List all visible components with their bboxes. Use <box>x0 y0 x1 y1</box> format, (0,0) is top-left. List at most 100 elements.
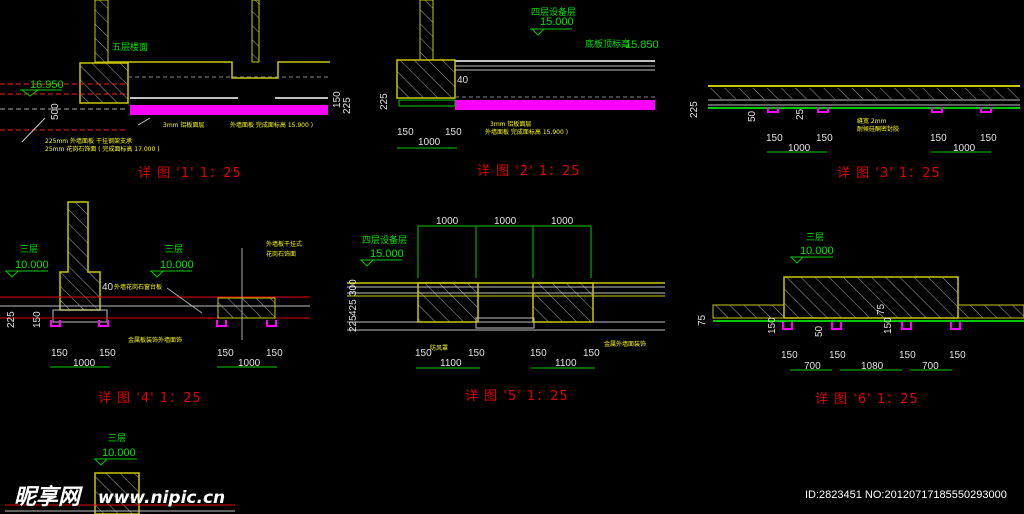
wall <box>251 0 260 63</box>
elevation-label: 15.000 <box>370 248 404 260</box>
dimension: 300 <box>348 279 359 296</box>
dimension: 40 <box>457 75 469 86</box>
note: 外墙面板 完成面标高 15.900 ) <box>485 128 568 136</box>
dimension: 50 <box>747 110 758 122</box>
detail-title: 详 图 '6' 1：25 <box>815 392 919 407</box>
wall <box>94 0 109 63</box>
wall <box>419 0 434 61</box>
image-id: ID:2823451 NO:20120717185550293000 <box>805 489 1007 501</box>
dimension: 150 <box>332 91 343 108</box>
note: 3mm 铝板面层 <box>163 121 204 129</box>
dimension: 1000 <box>494 216 517 227</box>
detail-3: 225 50 25 缝宽 2mm 耐候硅酮密封胶 150 150 1000 15… <box>689 85 1020 181</box>
dimension: 75 <box>697 314 708 326</box>
dimension: 225 <box>6 311 17 328</box>
dimension: 1080 <box>861 361 884 372</box>
elevation-label: 10.000 <box>160 259 194 271</box>
note: 花岗石饰面 <box>266 250 296 258</box>
note: 金属外墙面装饰 <box>604 340 646 348</box>
dimension: 150 <box>32 311 43 328</box>
note: 外墙板干挂式 <box>266 240 302 248</box>
floor-label: 四层设备层 <box>531 6 576 18</box>
dimension: 500 <box>50 103 61 120</box>
dimension: 150 <box>468 348 485 359</box>
dimension: 150 <box>781 350 798 361</box>
floor-label: 三层 <box>108 433 126 444</box>
dimension: 150 <box>530 348 547 359</box>
detail-2: 四层设备层 15.000 底板顶标高 15.850 40 225 150 150… <box>379 0 659 179</box>
dimension: 150 <box>99 348 116 359</box>
dimension: 1000 <box>953 143 976 154</box>
top-label: 底板顶标高 <box>585 38 630 50</box>
dimension: 1000 <box>551 216 574 227</box>
top-elevation: 15.850 <box>625 39 659 51</box>
dimension: 1000 <box>73 358 96 369</box>
dimension: 150 <box>980 133 997 144</box>
detail-4: 三层 10.000 三层 10.000 外墙板干挂式 花岗石饰面 外墙花岗石窗台… <box>0 201 310 406</box>
dimension: 225 <box>348 315 359 332</box>
dimension: 150 <box>767 317 778 334</box>
dimension: 225 <box>342 97 353 114</box>
finish-panel <box>130 105 328 115</box>
floor-label: 三层 <box>20 244 38 255</box>
concrete-beam <box>396 59 456 99</box>
dimension: 150 <box>930 133 947 144</box>
dimension: 50 <box>814 325 825 337</box>
note: 3mm 铝板面层 <box>490 120 531 128</box>
detail-title: 详 图 '5' 1：25 <box>465 389 569 404</box>
note: 防风罩 <box>430 344 448 352</box>
dimension: 225 <box>689 101 700 118</box>
watermark-logo: 昵享网 <box>14 484 83 510</box>
note: 225mm 外墙面板 干挂钢架支承 <box>45 137 132 145</box>
dimension: 150 <box>766 133 783 144</box>
detail-7-partial: 三层 10.000 <box>5 433 235 514</box>
concrete-column <box>59 201 101 311</box>
dimension: 1000 <box>418 137 441 148</box>
dimension: 425 <box>348 299 359 316</box>
detail-title: 详 图 '4' 1：25 <box>98 391 202 406</box>
dimension: 150 <box>397 127 414 138</box>
dimension: 25 <box>795 108 806 120</box>
elevation-label: 10.000 <box>15 259 49 271</box>
elevation-label: 15.000 <box>540 16 574 28</box>
dimension: 150 <box>415 348 432 359</box>
dimension: 75 <box>876 303 887 315</box>
detail-title: 详 图 '2' 1：25 <box>477 164 581 179</box>
dimension: 150 <box>816 133 833 144</box>
dimension: 1000 <box>238 358 261 369</box>
dimension: 700 <box>922 361 939 372</box>
detail-6: 三层 10.000 75 150 50 75 150 150 150 150 1… <box>697 232 1024 407</box>
finish-panel <box>455 100 655 110</box>
dimension: 225 <box>379 93 390 110</box>
dimension: 1000 <box>436 216 459 227</box>
dimension: 1000 <box>788 143 811 154</box>
note: 金属板装饰外墙面饰 <box>128 336 182 344</box>
detail-5: 1000 1000 1000 四层设备层 15.000 300 425 225 … <box>347 216 665 404</box>
dimension: 150 <box>217 348 234 359</box>
detail-title: 详 图 '1' 1：25 <box>138 166 242 181</box>
elevation-label: 10.000 <box>102 447 136 459</box>
concrete-beam <box>79 62 129 104</box>
floor-label: 五层楼面 <box>112 41 148 53</box>
note: 25mm 花岗石饰面 ( 完成面标高 17.000 ) <box>45 145 160 153</box>
dimension: 150 <box>583 348 600 359</box>
note: 耐候硅酮密封胶 <box>857 125 899 133</box>
elevation-label: 16.950 <box>30 79 64 91</box>
detail-1: 16.950 五层楼面 225 150 500 3mm 铝板面层 外墙面板 完成… <box>0 0 353 181</box>
dimension: 150 <box>829 350 846 361</box>
dimension: 150 <box>266 348 283 359</box>
dimension: 700 <box>804 361 821 372</box>
watermark: 昵享网 www.nipic.cn ID:2823451 NO:201207171… <box>14 484 1007 510</box>
watermark-site: www.nipic.cn <box>98 488 225 508</box>
detail-title: 详 图 '3' 1：25 <box>837 166 941 181</box>
dimension: 1100 <box>440 358 462 369</box>
dimension: 1100 <box>555 358 577 369</box>
note: 缝宽 2mm <box>857 117 887 125</box>
dimension: 150 <box>51 348 68 359</box>
elevation-label: 10.000 <box>800 245 834 257</box>
concrete-beam <box>783 276 959 319</box>
dimension: 40 <box>102 282 114 293</box>
note: 外墙面板 完成面标高 15.900 ) <box>230 121 313 129</box>
note: 外墙花岗石窗台板 <box>114 283 162 291</box>
